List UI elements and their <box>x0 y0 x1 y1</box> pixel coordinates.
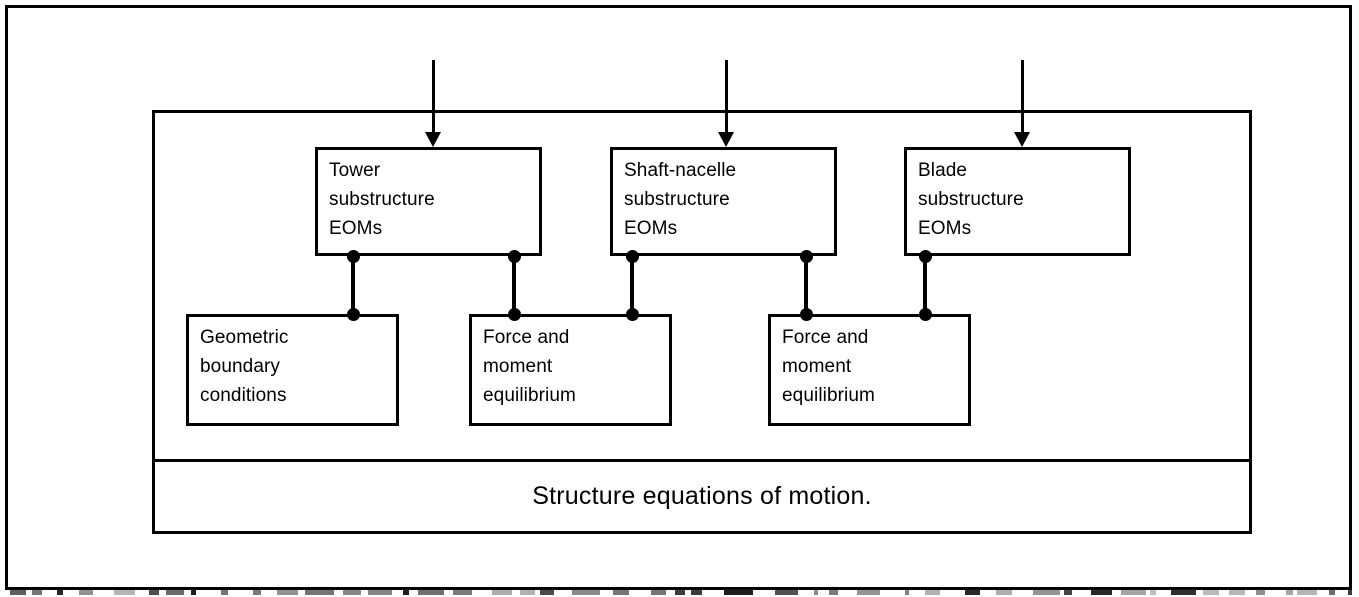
connector-line-shaft-nacelle-to-force-moment-1 <box>630 256 634 314</box>
constraint-box-geometric-boundary-conditions-line-0: Geometric <box>200 327 289 348</box>
constraint-box-force-moment-equilibrium-1-line-2: equilibrium <box>483 384 576 406</box>
substructure-box-shaft-nacelle-line-1: substructure <box>624 188 730 210</box>
connector-dot-top-shaft-nacelle-to-force-moment-2 <box>799 249 813 263</box>
input-arrow-tower-head-icon <box>425 132 441 147</box>
substructure-box-tower-line-0: Tower <box>329 160 381 181</box>
substructure-box-shaft-nacelle-line-0: Shaft-nacelle <box>624 160 737 181</box>
substructure-box-blade-line-1: substructure <box>918 188 1024 210</box>
connector-line-shaft-nacelle-to-force-moment-2 <box>804 256 808 314</box>
constraint-box-geometric-boundary-conditions-line-1: boundary <box>200 355 281 377</box>
connector-dot-bottom-shaft-nacelle-to-force-moment-2 <box>799 307 813 321</box>
connector-dot-top-tower-to-force-moment-1 <box>507 249 521 263</box>
constraint-box-force-moment-equilibrium-2-line-2: equilibrium <box>782 384 875 406</box>
substructure-box-tower-line-1: substructure <box>329 188 435 210</box>
constraint-box-force-moment-equilibrium-1-line-1: moment <box>483 355 553 377</box>
input-arrow-blade-head-icon <box>1014 132 1030 147</box>
connector-line-blade-to-force-moment-2 <box>923 256 927 314</box>
substructure-box-shaft-nacelle-line-2: EOMs <box>624 217 678 239</box>
constraint-box-force-moment-equilibrium-2-line-0: Force and <box>782 327 869 348</box>
connector-dot-bottom-blade-to-force-moment-2 <box>918 307 932 321</box>
constraint-box-geometric-boundary-conditions-line-2: conditions <box>200 384 287 406</box>
substructure-box-tower-line-2: EOMs <box>329 217 383 239</box>
input-arrow-tower-shaft <box>431 60 435 134</box>
input-arrow-shaft-nacelle-head-icon <box>718 132 734 147</box>
input-arrow-shaft-nacelle-shaft <box>724 60 728 134</box>
input-arrow-blade-shaft <box>1020 60 1024 134</box>
outer-frame <box>5 5 1352 590</box>
scan-artifact-strip <box>0 589 1359 597</box>
connector-line-tower-to-geometric-bc <box>351 256 355 314</box>
connector-dot-top-tower-to-geometric-bc <box>346 249 360 263</box>
constraint-box-geometric-boundary-conditions: Geometric boundary conditions <box>186 314 399 426</box>
connector-dot-bottom-tower-to-geometric-bc <box>346 307 360 321</box>
constraint-box-force-moment-equilibrium-2-line-1: moment <box>782 355 852 377</box>
constraint-box-force-moment-equilibrium-1: Force and moment equilibrium <box>469 314 672 426</box>
substructure-box-blade-line-2: EOMs <box>918 217 972 239</box>
caption-bar: Structure equations of motion. <box>152 459 1252 534</box>
connector-line-tower-to-force-moment-1 <box>512 256 516 314</box>
constraint-box-force-moment-equilibrium-2: Force and moment equilibrium <box>768 314 971 426</box>
caption-text: Structure equations of motion. <box>532 482 872 510</box>
connector-dot-top-blade-to-force-moment-2 <box>918 249 932 263</box>
substructure-box-blade-line-0: Blade <box>918 160 968 181</box>
constraint-box-force-moment-equilibrium-1-line-0: Force and <box>483 327 570 348</box>
connector-dot-top-shaft-nacelle-to-force-moment-1 <box>625 249 639 263</box>
connector-dot-bottom-shaft-nacelle-to-force-moment-1 <box>625 307 639 321</box>
connector-dot-bottom-tower-to-force-moment-1 <box>507 307 521 321</box>
